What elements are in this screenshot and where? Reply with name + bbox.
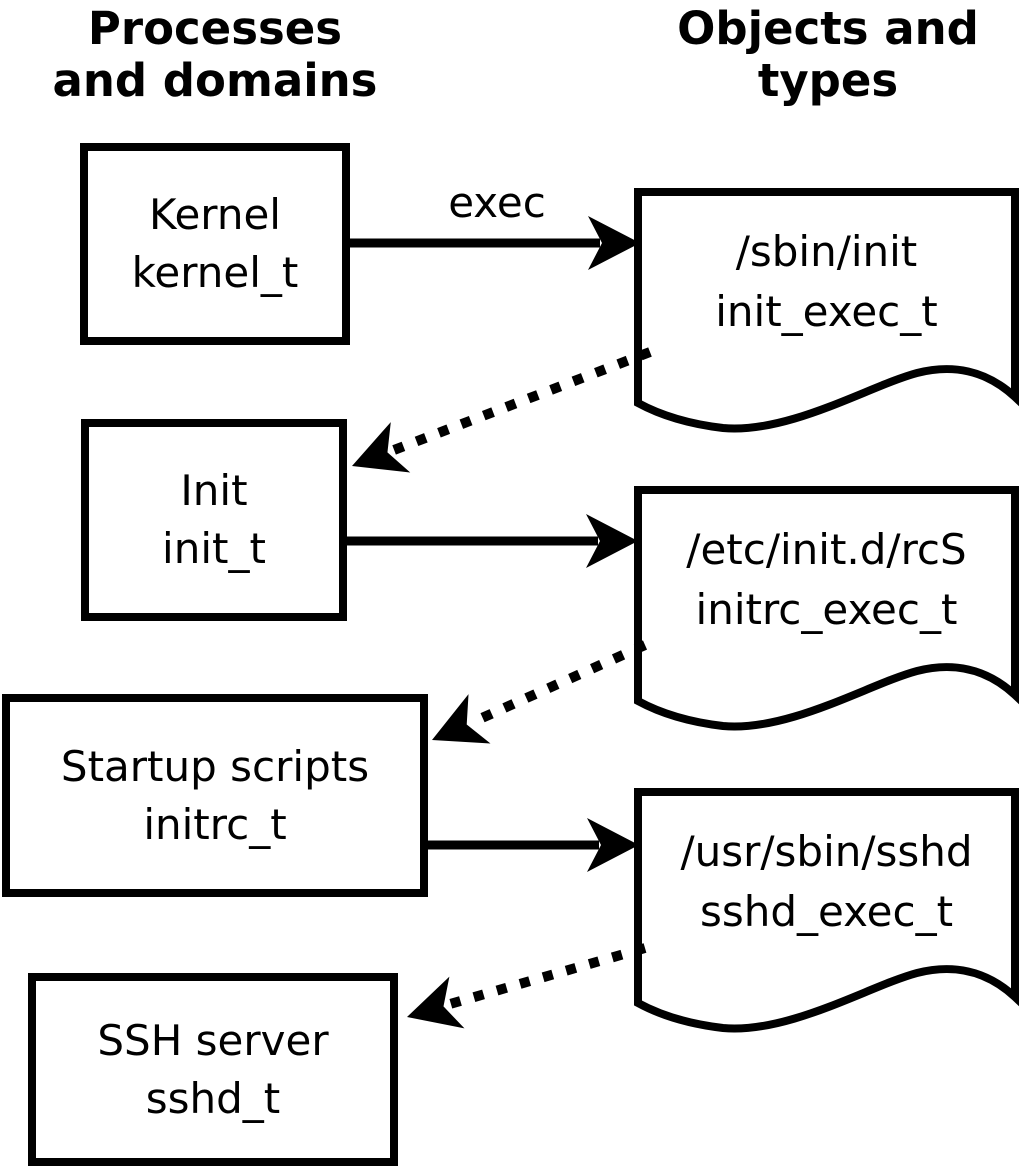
process-name: SSH server: [97, 1015, 329, 1065]
object-doc-labels: /etc/init.d/rcS initrc_exec_t: [634, 486, 1019, 640]
arrowhead-icon: [352, 422, 411, 473]
object-doc-usr-sbin-sshd: /usr/sbin/sshd sshd_exec_t: [634, 788, 1019, 1038]
transition-arrow-line: [470, 640, 648, 727]
transition-arrow-line: [448, 943, 647, 1009]
process-domain: kernel_t: [131, 248, 299, 297]
exec-arrow-init-to-rcs: [347, 514, 638, 568]
process-box-startup-scripts: Startup scripts initrc_t: [2, 694, 428, 897]
arrowhead-icon: [588, 216, 640, 270]
object-path: /usr/sbin/sshd: [680, 827, 973, 876]
transition-arrow-init-exec-to-init: [352, 347, 652, 473]
document-outline: [634, 788, 1019, 1033]
object-type: sshd_exec_t: [699, 887, 954, 936]
document-outline: [634, 486, 1019, 731]
transition-arrow-line: [392, 347, 652, 455]
column-header-processes: Processes and domains: [20, 3, 410, 107]
object-path: /sbin/init: [735, 227, 918, 276]
document-outline: [634, 188, 1019, 433]
process-name: Kernel: [149, 190, 281, 239]
document-shape: [634, 486, 1019, 731]
process-name: Startup scripts: [60, 741, 370, 791]
process-domain: sshd_t: [145, 1073, 281, 1123]
arrowhead-icon: [587, 818, 639, 872]
process-name: Init: [180, 466, 248, 515]
document-shape: [634, 188, 1019, 433]
arrowhead-icon: [586, 514, 638, 568]
arrowhead-icon: [407, 976, 465, 1029]
object-doc-labels: /usr/sbin/sshd sshd_exec_t: [634, 788, 1019, 942]
column-header-objects: Objects and types: [636, 3, 1020, 107]
document-shape: [634, 788, 1019, 1033]
header-processes-line2: and domains: [52, 54, 378, 107]
process-box-ssh-server: SSH server sshd_t: [28, 973, 398, 1166]
object-doc-labels: /sbin/init init_exec_t: [634, 188, 1019, 342]
object-type: initrc_exec_t: [695, 585, 958, 634]
header-objects-line1: Objects and: [677, 2, 979, 55]
object-doc-sbin-init: /sbin/init init_exec_t: [634, 188, 1019, 438]
header-processes-line1: Processes: [87, 2, 343, 55]
exec-arrow-label: exec: [448, 178, 546, 227]
arrowhead-icon: [432, 694, 491, 744]
header-objects-line2: types: [757, 54, 899, 107]
object-doc-etc-initd-rcs: /etc/init.d/rcS initrc_exec_t: [634, 486, 1019, 736]
process-domain: initrc_t: [143, 799, 287, 849]
exec-arrow-kernel-to-sbin-init: [350, 216, 640, 270]
exec-arrow-initrc-to-sshd: [428, 818, 639, 872]
process-box-kernel: Kernel kernel_t: [80, 143, 350, 345]
object-path: /etc/init.d/rcS: [686, 525, 967, 574]
transition-arrow-initrc-exec-to-initrc: [432, 640, 648, 744]
transition-arrow-sshd-exec-to-sshd: [407, 943, 647, 1029]
process-box-init: Init init_t: [81, 419, 347, 621]
process-domain: init_t: [162, 524, 266, 573]
object-type: init_exec_t: [715, 287, 938, 336]
